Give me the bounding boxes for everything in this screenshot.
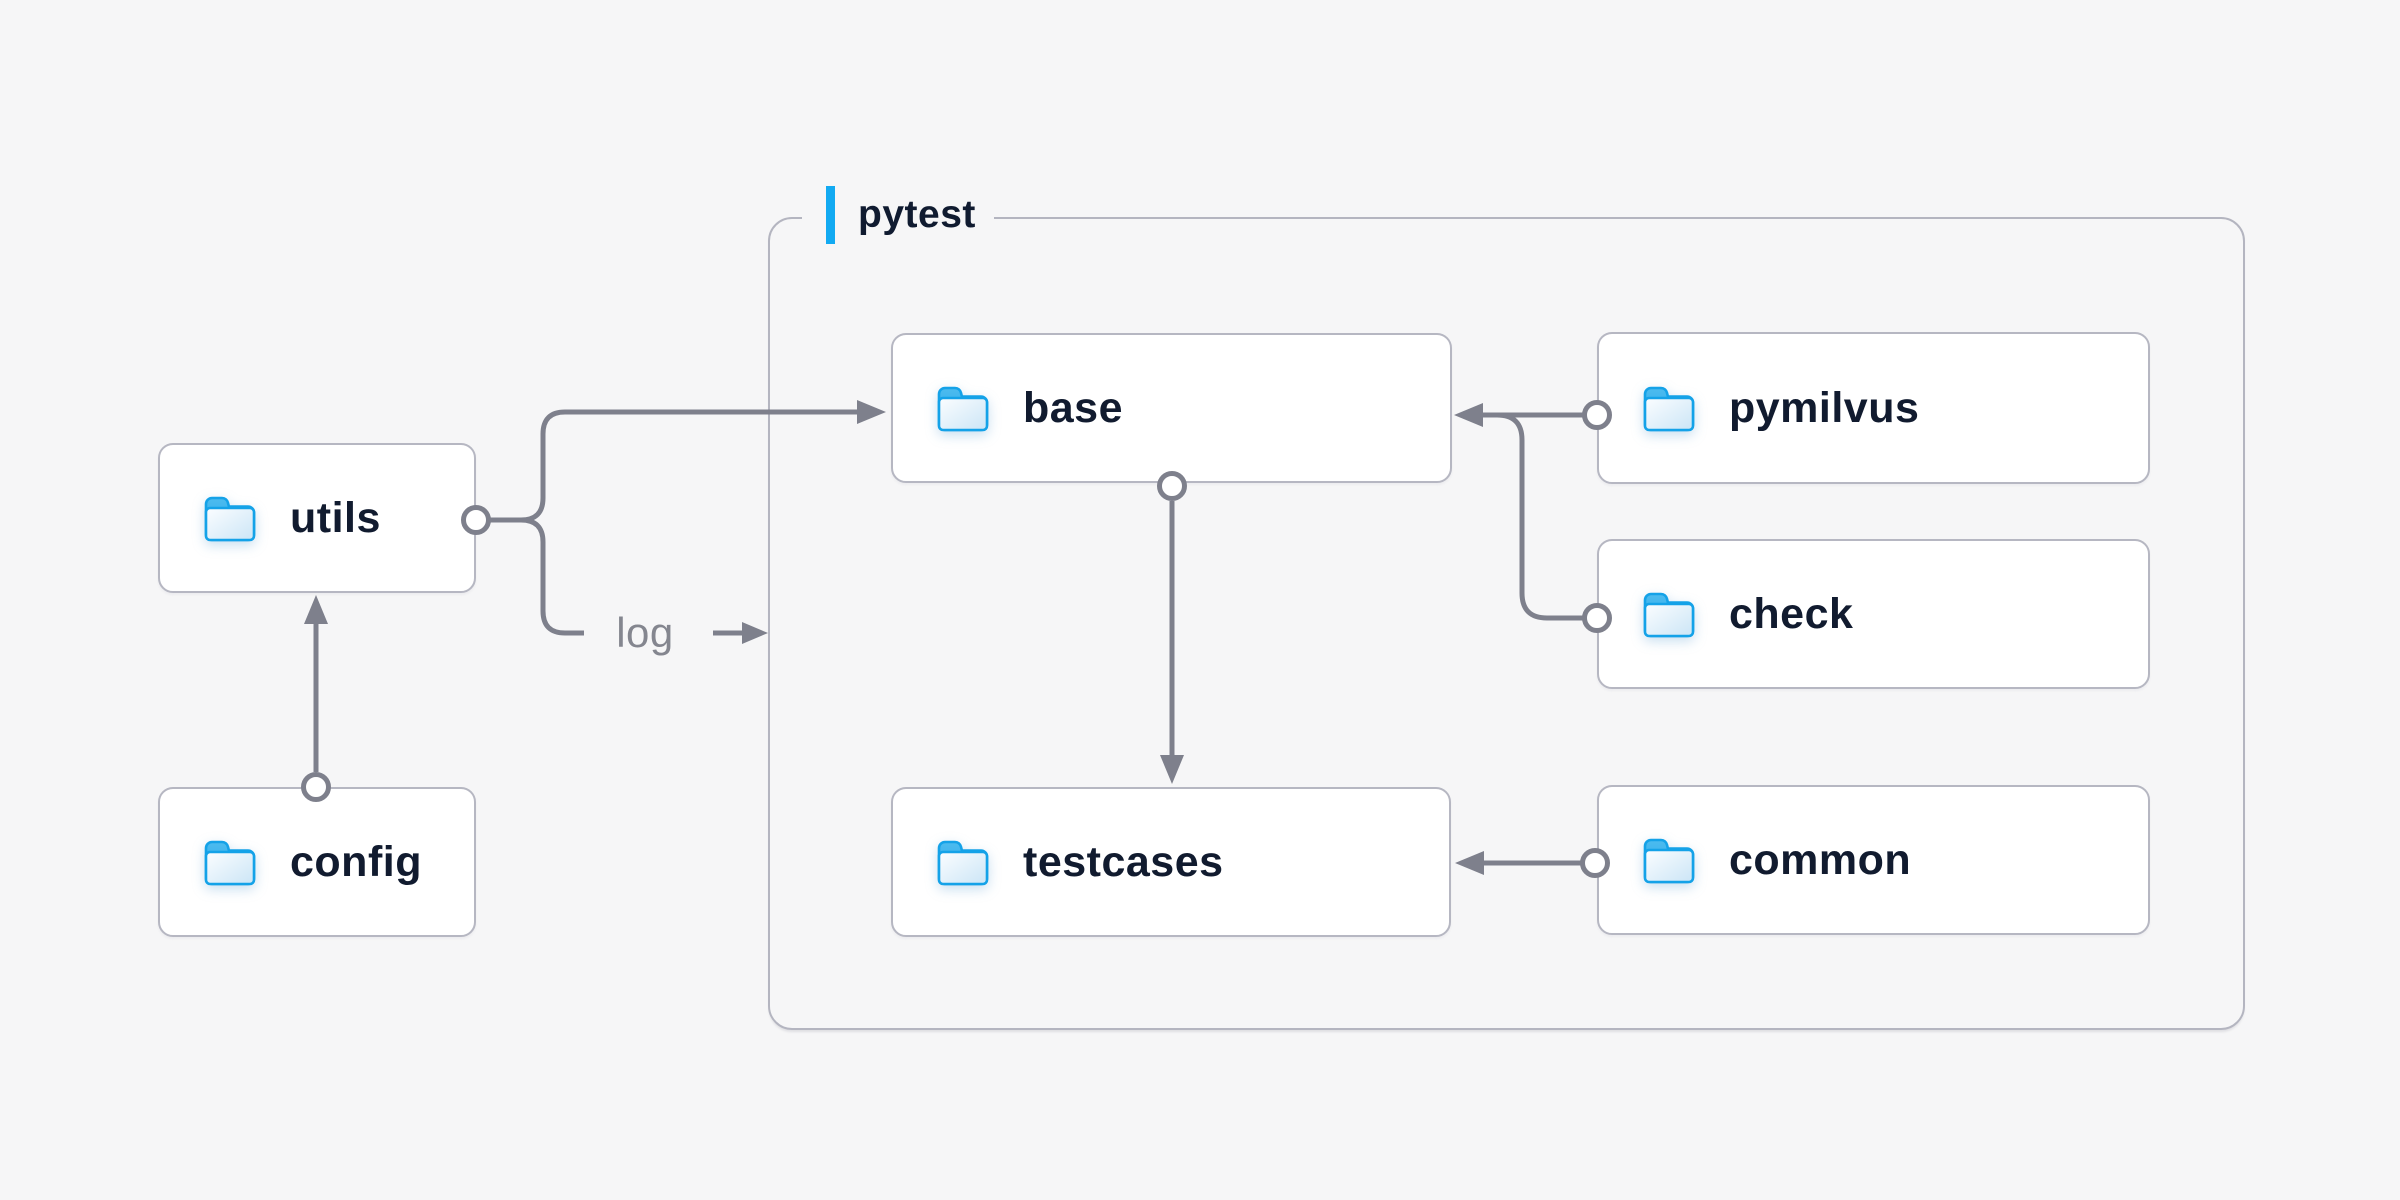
node-check: check — [1597, 539, 2150, 689]
node-label: utils — [290, 493, 381, 542]
node-label: base — [1023, 383, 1124, 432]
pytest-accent-bar — [826, 186, 835, 244]
node-label: common — [1729, 835, 1912, 884]
node-config: config — [158, 787, 476, 937]
node-label: config — [290, 837, 422, 886]
node-utils: utils — [158, 443, 476, 593]
node-pymilvus: pymilvus — [1597, 332, 2150, 484]
node-common: common — [1597, 785, 2150, 935]
pytest-label: pytest — [802, 185, 994, 245]
folder-icon — [937, 386, 989, 432]
pytest-label-text: pytest — [858, 193, 976, 236]
arrowhead-config-utils — [304, 595, 328, 624]
node-label: pymilvus — [1729, 383, 1920, 432]
folder-icon — [204, 496, 256, 542]
folder-icon — [1643, 592, 1695, 638]
folder-icon — [204, 840, 256, 886]
node-label: testcases — [1023, 837, 1224, 886]
arrowhead-log — [742, 622, 768, 644]
folder-icon — [937, 840, 989, 886]
edge-label-log: log — [616, 609, 674, 656]
node-testcases: testcases — [891, 787, 1451, 937]
node-base: base — [891, 333, 1452, 483]
folder-icon — [1643, 386, 1695, 432]
node-label: check — [1729, 589, 1854, 638]
pytest-container — [768, 217, 2245, 1030]
folder-icon — [1643, 838, 1695, 884]
edge-utils-log — [520, 517, 584, 636]
